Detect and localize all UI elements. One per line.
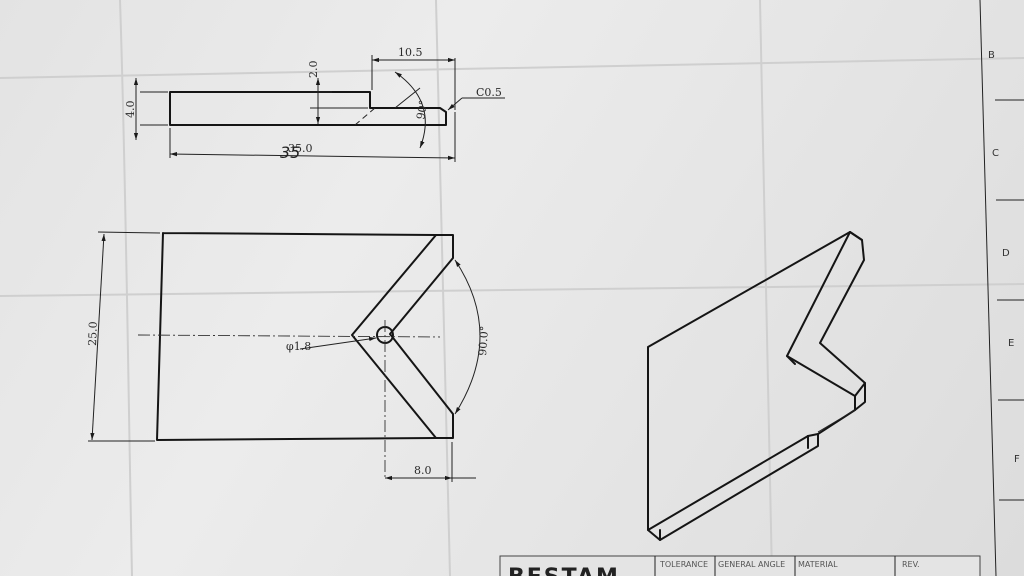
dim-notch-angle: 90.0° [476,325,491,356]
border-letter-b: B [988,50,995,61]
border-letter-c: C [992,148,999,159]
border-letter-f: F [1014,454,1020,465]
dim-overall-length: 35.0 [288,142,313,155]
dim-thickness: 4.0 [124,101,137,119]
dim-offset: 8.0 [414,464,432,477]
title-block: TOLERANCE GENERAL ANGLE MATERIAL REV. BE… [499,555,981,576]
dim-top-width: 10.5 [398,46,423,59]
frame-border: B C D E F [979,0,1024,576]
dim-step-height: 2.0 [307,61,320,79]
top-view: 4.0 2.0 10.5 90° C0.5 35.0 35 [124,46,505,162]
handwritten-length: 35 [280,143,300,162]
dim-chamfer: C0.5 [476,86,502,99]
border-letter-d: D [1002,248,1010,259]
title-block-material: MATERIAL [798,560,838,569]
dim-hole-diameter: φ1.8 [286,340,311,353]
title-block-rev: REV. [902,560,920,569]
dim-height: 25.0 [86,321,100,346]
border-letter-e: E [1008,338,1014,349]
isometric-view [647,231,866,541]
title-block-company: BESTAM [508,565,620,576]
front-view: 25.0 φ1.8 90.0° 8.0 [86,231,491,482]
dim-angle-small: 90° [414,99,430,120]
title-block-tolerance: TOLERANCE [659,560,708,569]
title-block-general: GENERAL ANGLE [718,560,785,569]
